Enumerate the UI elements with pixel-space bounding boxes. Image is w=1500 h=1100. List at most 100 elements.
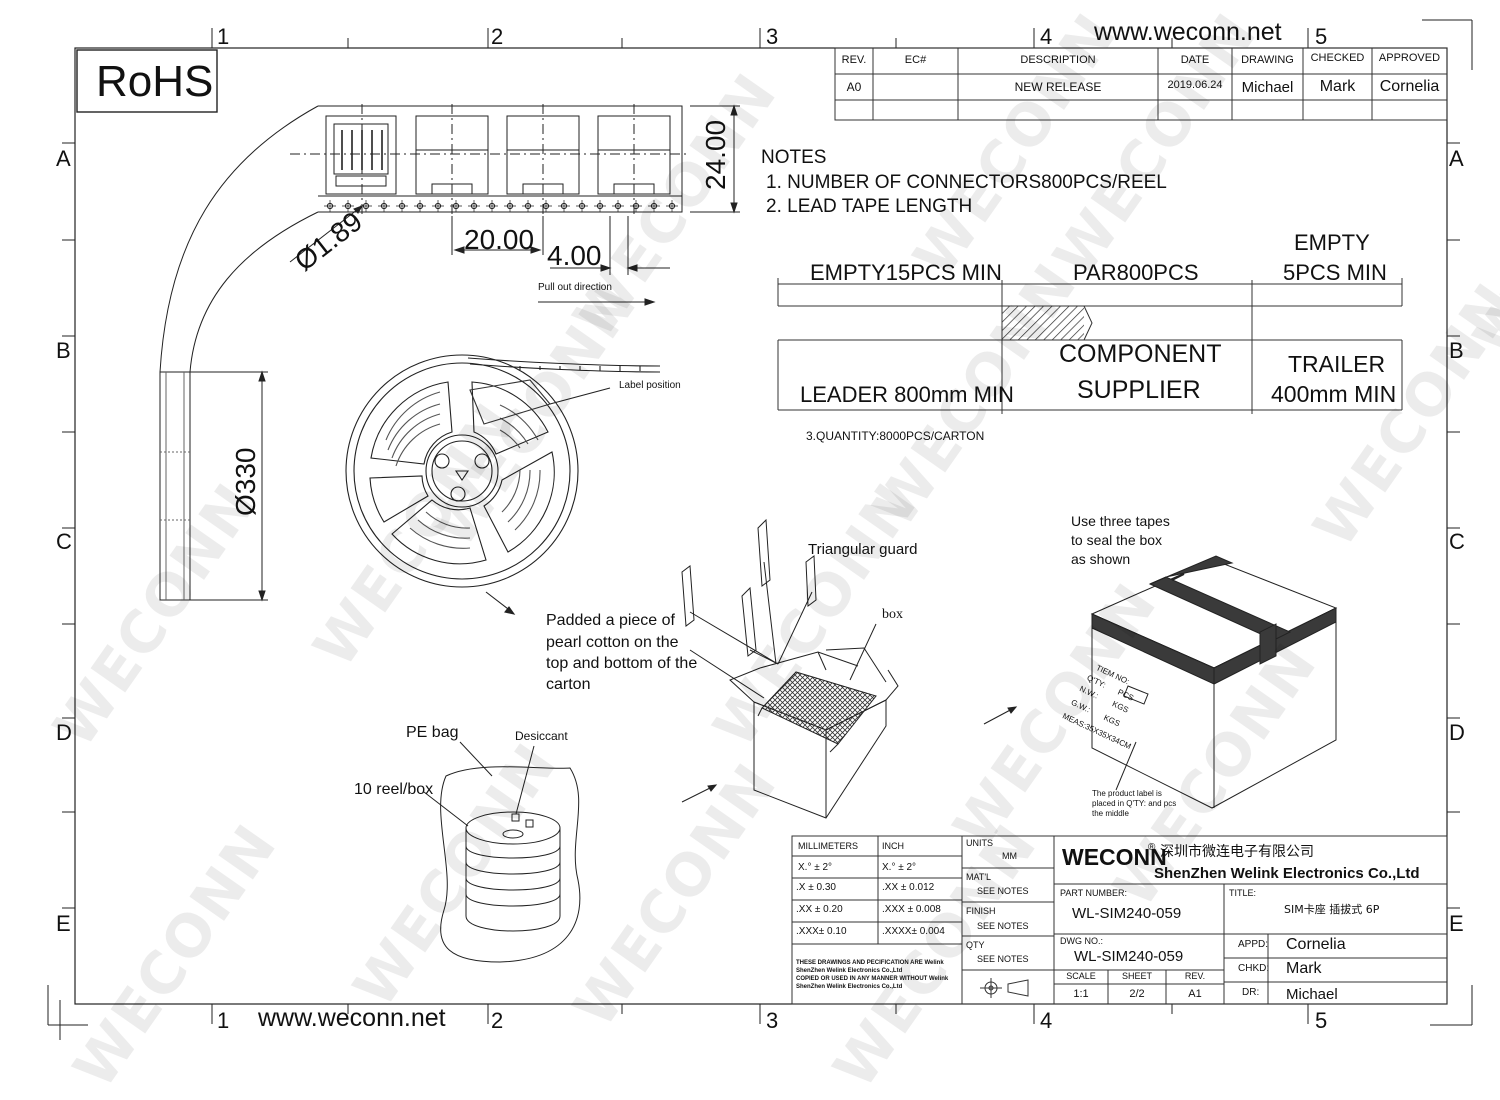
sheet-label: SHEET xyxy=(1121,971,1152,981)
qty-label: QTY xyxy=(966,940,985,950)
footer-url: www.weconn.net xyxy=(258,1004,446,1032)
grid-col-4-top: 4 xyxy=(1040,24,1053,49)
company-logo: WECONN xyxy=(1062,844,1167,870)
title-label: TITLE: xyxy=(1229,888,1257,898)
pull-out-label: Pull out direction xyxy=(538,282,612,293)
tape-curve-outer xyxy=(159,105,319,373)
pe-bag xyxy=(423,741,581,963)
pe-bag-label: PE bag xyxy=(406,724,459,741)
rev-header-checked: CHECKED xyxy=(1310,52,1365,64)
scale-value: 1:1 xyxy=(1073,988,1089,1000)
rev-header-ec: EC# xyxy=(904,54,927,66)
rev-row-drawing: Michael xyxy=(1241,79,1294,96)
reel-diameter-dim: Ø330 xyxy=(230,447,261,517)
sprocket-hole-mark xyxy=(522,200,534,212)
appd-label: APPD: xyxy=(1238,939,1269,950)
dwg-no: WL-SIM240-059 xyxy=(1074,948,1184,965)
sprocket-hole-mark xyxy=(486,200,498,212)
sprocket-hole-mark xyxy=(468,200,480,212)
tape-curve-inner xyxy=(189,211,319,373)
rohs-box xyxy=(76,49,218,113)
tapes-line-1: Use three tapes xyxy=(1071,513,1170,529)
reel-side-view xyxy=(159,371,191,601)
sprocket-hole-mark xyxy=(612,200,624,212)
rev-header-approved: APPROVED xyxy=(1378,52,1441,64)
desiccant-label: Desiccant xyxy=(515,729,568,743)
sprocket-hole-mark xyxy=(378,200,390,212)
company-en: ShenZhen Welink Electronics Co.,Ltd xyxy=(1154,865,1420,882)
matl-value: SEE NOTES xyxy=(977,886,1029,896)
finish-value: SEE NOTES xyxy=(977,921,1029,931)
sprocket-hole-mark xyxy=(558,200,570,212)
rohs-label: RoHS xyxy=(96,57,214,106)
tol-mm-2: .X ± 0.30 xyxy=(796,882,836,893)
pearl-cotton-line-1: Padded a piece of xyxy=(546,612,675,629)
legal-line-2: ShenZhen Welink Electronics Co.,Ltd xyxy=(796,968,903,974)
sealed-carton xyxy=(681,555,1338,809)
legal-line-3: COPIED OR USED IN ANY MANNER WITHOUT Wel… xyxy=(796,976,949,982)
grid-col-2-top: 2 xyxy=(491,24,504,49)
empty-trailer-label-1: EMPTY xyxy=(1294,230,1370,255)
tol-inch-1: X.° ± 2° xyxy=(882,862,917,873)
grid-col-1-top: 1 xyxy=(217,24,230,49)
tol-inch-3: .XXX ± 0.008 xyxy=(882,904,941,915)
tape-pitch-dim: 20.00 xyxy=(464,224,535,255)
grid-row-d-left: D xyxy=(56,720,72,745)
rev-row-checked: Mark xyxy=(1319,78,1356,95)
title-block-grid xyxy=(791,835,1448,1005)
title-value: SIM卡座 插拔式 6P xyxy=(1284,903,1380,916)
sprocket-hole-mark xyxy=(594,200,606,212)
tol-inch-4: .XXXX± 0.004 xyxy=(882,926,945,937)
chkd-value: Mark xyxy=(1286,960,1322,977)
reel-box-label: 10 reel/box xyxy=(354,781,434,798)
tol-mm-1: X.° ± 2° xyxy=(798,862,833,873)
company-cn: 深圳市微连电子有限公司 xyxy=(1160,844,1314,860)
units-value: MM xyxy=(1002,851,1017,861)
qty-value: SEE NOTES xyxy=(977,954,1029,964)
sprocket-hole-mark xyxy=(450,200,462,212)
grid-row-a-right: A xyxy=(1449,146,1464,171)
rev-row-date: 2019.06.24 xyxy=(1167,79,1223,91)
rev-row-approved: Cornelia xyxy=(1379,78,1440,95)
sprocket-hole-mark xyxy=(648,200,660,212)
sprocket-hole-mark xyxy=(666,200,678,212)
dr-label: DR: xyxy=(1242,987,1260,998)
sheet-value: 2/2 xyxy=(1129,988,1145,1000)
revision-table-grid xyxy=(834,47,1448,121)
drawing-lines xyxy=(47,19,1473,1040)
sprocket-hole-mark xyxy=(504,200,516,212)
grid-row-c-left: C xyxy=(56,529,72,554)
pearl-cotton-line-4: carton xyxy=(546,676,591,693)
sprocket-hole-mark xyxy=(414,200,426,212)
trailer-label-1: TRAILER xyxy=(1288,351,1386,377)
grid-col-5-top: 5 xyxy=(1315,24,1328,49)
lead-tape-diagram xyxy=(777,278,1403,414)
tol-mm-3: .XX ± 0.20 xyxy=(796,904,843,915)
pearl-cotton-line-3: top and bottom of the xyxy=(546,655,698,672)
pearl-cotton-line-2: pearl cotton on the xyxy=(546,634,679,651)
tol-header-mm: MILLIMETERS xyxy=(798,841,859,851)
grid-ticks xyxy=(62,28,1460,1024)
grid-row-b-right: B xyxy=(1449,338,1464,363)
registered-mark: ® xyxy=(1148,842,1156,853)
scale-label: SCALE xyxy=(1066,971,1096,981)
grid-col-3-top: 3 xyxy=(766,24,779,49)
dimension-lines xyxy=(190,104,740,602)
triangular-guard-label: Triangular guard xyxy=(808,541,918,558)
rev-row-rev: A0 xyxy=(846,80,862,94)
part-number-label: PART NUMBER: xyxy=(1060,888,1128,898)
notes-heading: NOTES xyxy=(761,147,827,168)
sprocket-hole-mark xyxy=(540,200,552,212)
product-label-note-2: placed in Q'TY: and pcs xyxy=(1092,799,1177,808)
component-label-2: SUPPLIER xyxy=(1077,376,1201,404)
sprocket-hole-mark xyxy=(432,200,444,212)
grid-row-e-right: E xyxy=(1449,911,1464,936)
tapes-line-2: to seal the box xyxy=(1071,532,1163,548)
component-label-1: COMPONENT xyxy=(1059,340,1222,368)
triangular-guards xyxy=(681,518,817,665)
product-label-note-3: the middle xyxy=(1092,809,1129,818)
tape-height-dim: 24.00 xyxy=(700,119,731,190)
reel-front xyxy=(345,354,661,615)
sprocket-hole-mark xyxy=(396,200,408,212)
